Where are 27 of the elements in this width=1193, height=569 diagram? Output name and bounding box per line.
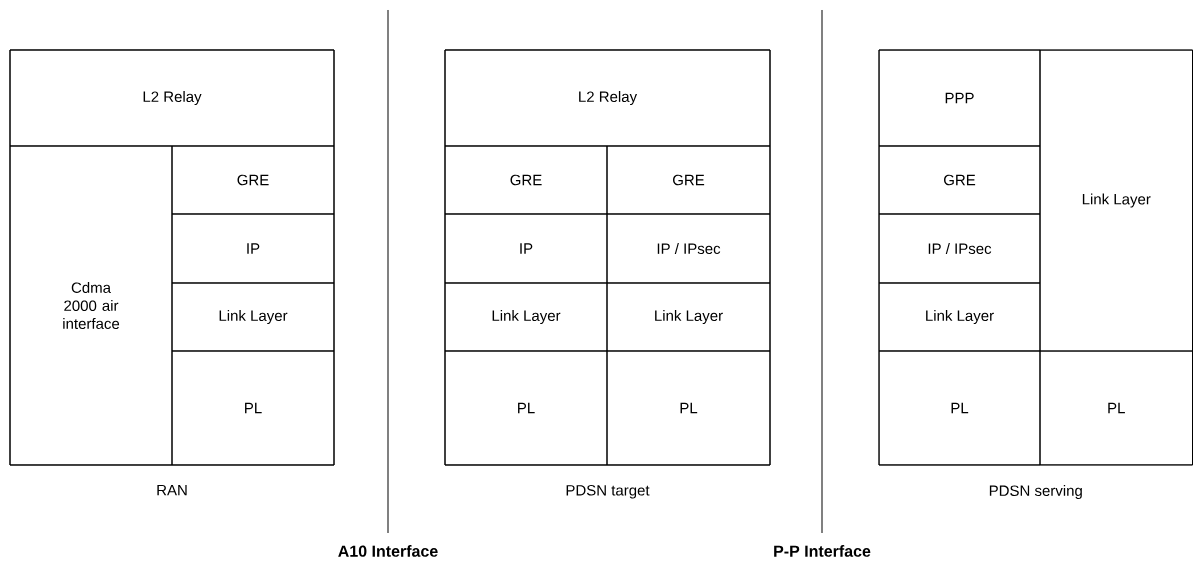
- layer-cell: PL: [606, 350, 771, 466]
- layer-cell: PPP: [878, 49, 1041, 147]
- node-label: PDSN target: [566, 484, 650, 499]
- layer-cell: Link Layer: [171, 282, 335, 352]
- layer-cell: Link Layer: [444, 282, 608, 352]
- layer-cell: Link Layer: [878, 282, 1041, 352]
- layer-cell: IP / IPsec: [878, 213, 1041, 284]
- layer-cell: PL: [1039, 350, 1193, 466]
- layer-cell: PL: [171, 350, 335, 466]
- layer-cell: Cdma 2000 air interface: [9, 145, 173, 466]
- layer-cell: GRE: [878, 145, 1041, 215]
- layer-cell: L2 Relay: [444, 49, 771, 147]
- layer-cell: PL: [878, 350, 1041, 466]
- layer-cell: PL: [444, 350, 608, 466]
- interface-label: A10 Interface: [338, 545, 438, 557]
- layer-cell: GRE: [171, 145, 335, 215]
- layer-cell: IP: [171, 213, 335, 284]
- layer-cell: IP / IPsec: [606, 213, 771, 284]
- layer-cell: GRE: [606, 145, 771, 215]
- layer-cell: Link Layer: [1039, 49, 1193, 352]
- layer-cell: GRE: [444, 145, 608, 215]
- layer-cell: IP: [444, 213, 608, 284]
- layer-cell: Link Layer: [606, 282, 771, 352]
- node-label: PDSN serving: [989, 484, 1082, 499]
- interface-label: P-P Interface: [774, 545, 871, 557]
- node-label: RAN: [157, 484, 187, 496]
- layer-cell: L2 Relay: [9, 49, 335, 147]
